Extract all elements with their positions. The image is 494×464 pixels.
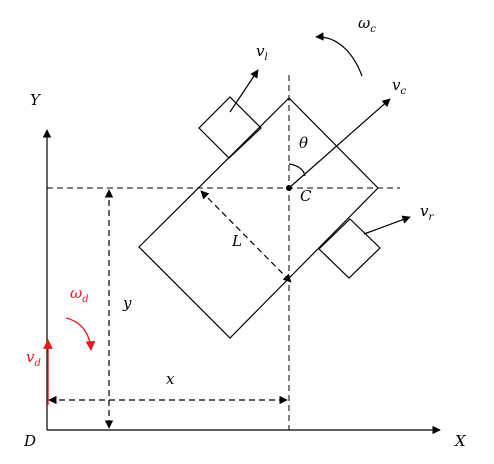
robot-body [138,96,381,339]
omega-c-arrow [315,32,363,77]
width-dimension [200,190,292,283]
vc-arrow [288,98,391,189]
vd-label: vd [26,348,41,369]
vl-label: vl [256,42,268,63]
robot-chassis [138,97,379,339]
omega-d-arrow [65,317,96,351]
vr-label: vr [420,202,434,223]
omega-c-label: ωc [358,14,376,35]
drive-arrows [43,317,96,405]
velocity-arrows [229,32,411,235]
x-axis-label: X [454,432,467,450]
vc-label: vc [392,76,406,97]
x-dimension-label: x [166,370,175,388]
theta-arc [288,163,306,177]
width-label: L [231,232,242,250]
center-label: C [300,187,312,205]
omega-d-label: ωd [70,284,89,305]
vr-arrow [363,215,411,235]
right-wheel [318,218,381,279]
vl-arrow [229,69,259,113]
y-axis-label: Y [30,91,42,109]
guide-lines [47,75,400,430]
theta-label: θ [299,134,308,152]
origin-label: D [23,432,36,450]
y-dimension-label: y [122,294,132,312]
axes [42,129,441,435]
left-wheel [198,96,262,159]
